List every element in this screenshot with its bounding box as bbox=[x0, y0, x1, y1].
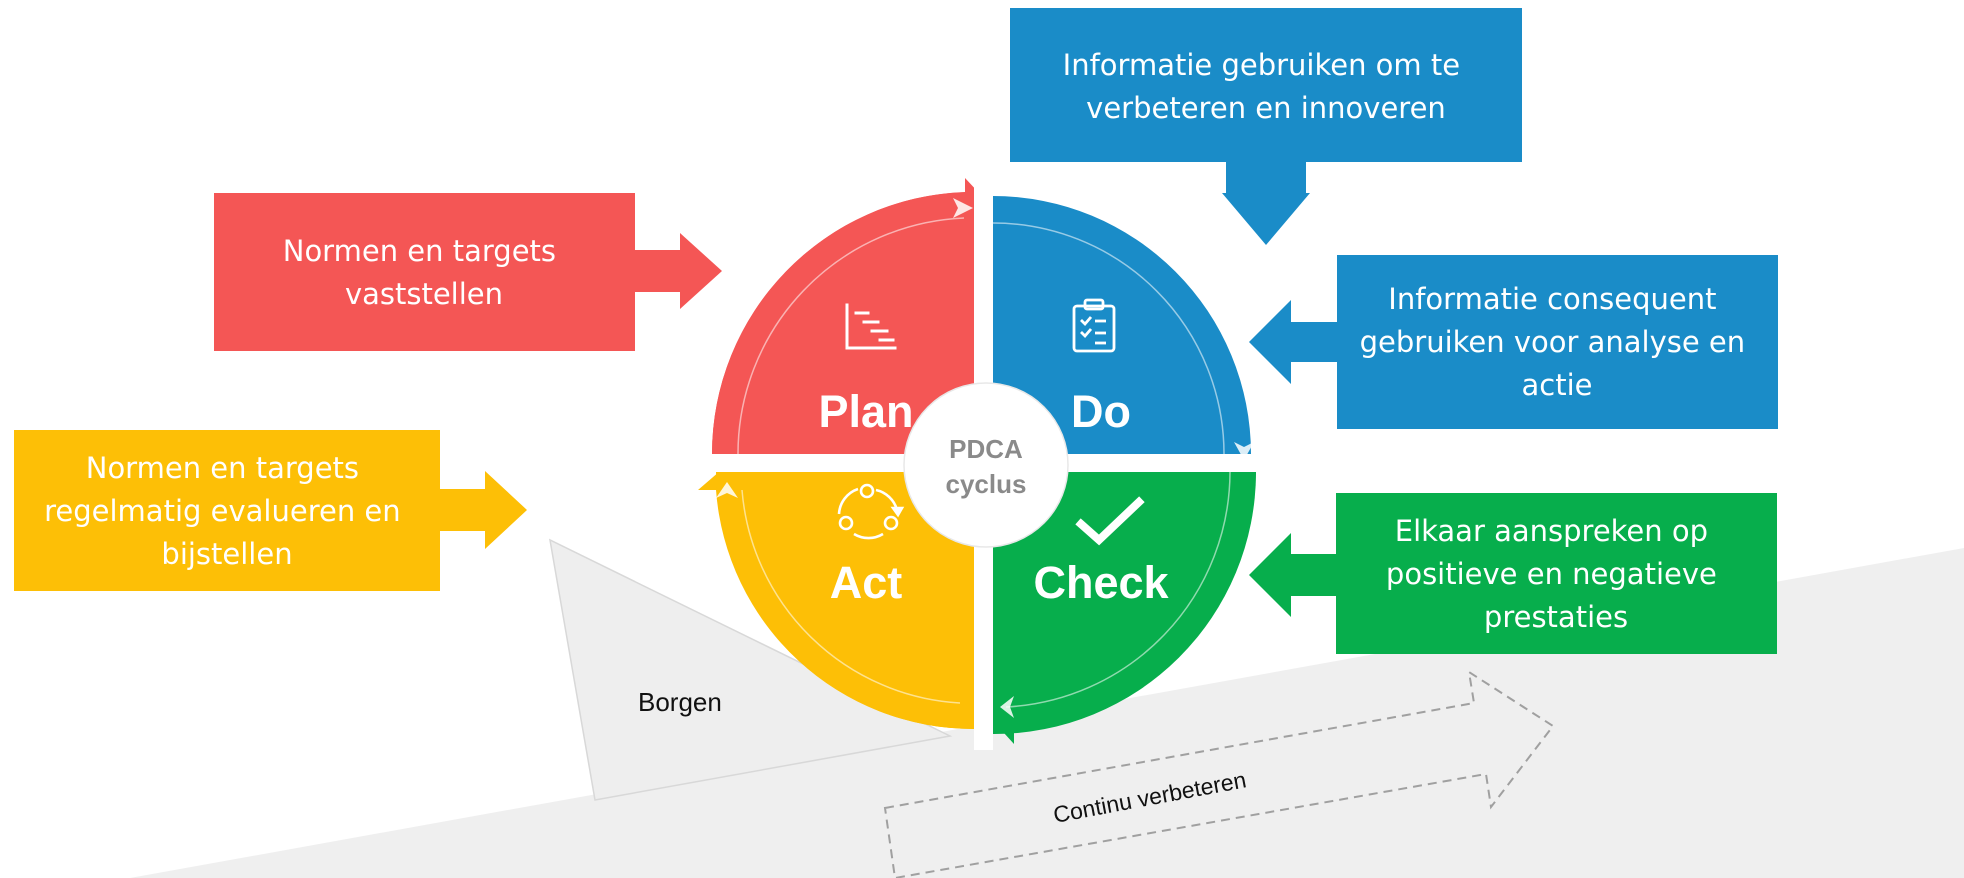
callout-do-right: Informatie consequent gebruiken voor ana… bbox=[1249, 255, 1778, 429]
callout-check: Elkaar aanspreken op positieve en negati… bbox=[1249, 493, 1777, 654]
callout-do-top: Informatie gebruiken om te verbeteren en… bbox=[1010, 8, 1522, 245]
center-label-line1: PDCA bbox=[949, 434, 1023, 464]
callout-do-right-line: Informatie consequent bbox=[1388, 282, 1716, 316]
callout-act-line: regelmatig evalueren en bbox=[44, 494, 401, 528]
svg-text:Normen en targets vastst: Normen en targets vaststellen bbox=[283, 234, 565, 311]
callout-plan: Normen en targets vaststellen bbox=[214, 193, 722, 351]
callout-act-line: Normen en targets bbox=[86, 451, 359, 485]
callout-do-right-line: actie bbox=[1522, 368, 1593, 402]
quadrant-check-label: Check bbox=[1033, 557, 1169, 608]
callout-plan-line: Normen en targets bbox=[283, 234, 556, 268]
callout-check-line: prestaties bbox=[1484, 600, 1628, 634]
svg-text:Normen en targets regelm: Normen en targets regelmatig evalueren e… bbox=[44, 451, 410, 571]
checkmark-icon bbox=[1075, 496, 1145, 546]
quadrant-do bbox=[992, 196, 1268, 480]
quadrant-act bbox=[698, 465, 974, 730]
center-label-line2: cyclus bbox=[946, 469, 1027, 499]
callout-act: Normen en targets regelmatig evalueren e… bbox=[14, 430, 527, 591]
svg-text:Elkaar aanspreken op pos: Elkaar aanspreken op positieve en negati… bbox=[1386, 514, 1726, 634]
svg-text:Informatie consequent ge: Informatie consequent gebruiken voor ana… bbox=[1360, 282, 1755, 402]
center-circle: PDCA cyclus bbox=[903, 382, 1069, 548]
callout-do-top-line: verbeteren en innoveren bbox=[1086, 91, 1446, 125]
gantt-chart-icon bbox=[845, 303, 897, 350]
quadrant-act-label: Act bbox=[830, 557, 903, 608]
quadrant-do-label: Do bbox=[1071, 386, 1131, 437]
callout-plan-line: vaststellen bbox=[345, 277, 503, 311]
quadrant-plan-label: Plan bbox=[818, 386, 913, 437]
callout-do-top-line: Informatie gebruiken om te bbox=[1063, 48, 1460, 82]
callout-check-line: Elkaar aanspreken op bbox=[1395, 514, 1708, 548]
callout-check-line: positieve en negatieve bbox=[1386, 557, 1717, 591]
borgen-wedge bbox=[549, 538, 953, 801]
callout-do-right-line: gebruiken voor analyse en bbox=[1360, 325, 1746, 359]
quadrant-check bbox=[993, 471, 1256, 744]
borgen-label: Borgen bbox=[638, 687, 722, 717]
clipboard-checklist-icon bbox=[1072, 298, 1116, 353]
quadrant-plan bbox=[711, 178, 995, 455]
continuous-improvement-arrow bbox=[883, 669, 1555, 878]
callout-act-line: bijstellen bbox=[161, 537, 292, 571]
svg-text:Informatie gebruiken om te: Informatie gebruiken om te verbeteren en… bbox=[1063, 48, 1470, 125]
cycle-arrows-icon bbox=[837, 483, 905, 540]
